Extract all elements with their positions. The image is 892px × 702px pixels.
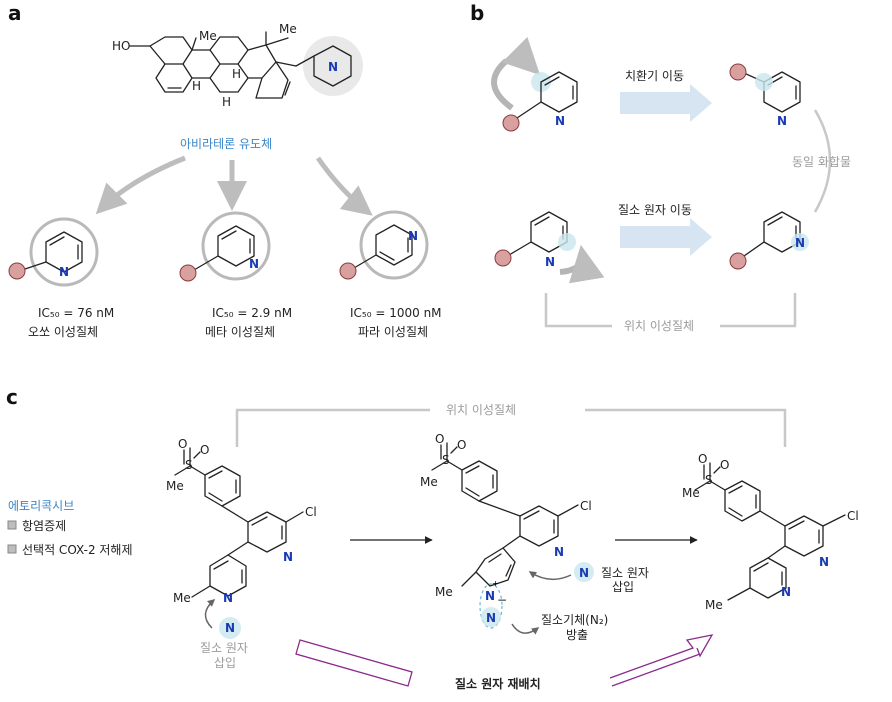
n2-release-line2: 방출	[566, 628, 588, 642]
c3-cl: Cl	[847, 509, 859, 523]
me-label-1: Me	[199, 29, 217, 43]
panel-b-label: b	[470, 1, 484, 25]
legend-box-2	[7, 544, 17, 554]
ortho-ic50: IC₅₀ = 76 nM	[38, 306, 114, 320]
steroid-pyridine-n: N	[328, 60, 338, 74]
positional-isomer-label-c: 위치 이성질체	[446, 403, 516, 417]
c1-n-pyr: N	[283, 550, 293, 564]
h-label-2: H	[232, 67, 241, 81]
h-label-3: H	[222, 95, 231, 109]
c3-o2: O	[720, 458, 729, 472]
c2-cl: Cl	[580, 499, 592, 513]
positional-isomer-label-b: 위치 이성질체	[624, 319, 694, 333]
legend-title: 에토리콕시브	[8, 499, 74, 513]
c1-me2: Me	[173, 591, 191, 605]
c3-me: Me	[682, 486, 700, 500]
h-label-1: H	[192, 79, 201, 93]
c2-insert-line2: 삽입	[612, 580, 634, 594]
c2-n-pyr: N	[554, 545, 564, 559]
n2-release-line1: 질소기체(N₂)	[541, 613, 608, 627]
meta-isomer-structure	[179, 211, 271, 282]
legend-item-2: 선택적 COX-2 저해제	[22, 543, 133, 557]
c1-n-insert-line1: 질소 원자	[200, 641, 248, 655]
c1-n-insert: N	[225, 621, 235, 635]
product-structure	[694, 462, 846, 601]
b-tl-n: N	[555, 114, 565, 128]
b-bottom-left-structure	[494, 211, 605, 284]
arrow-to-para	[315, 156, 373, 216]
c2-o2: O	[457, 438, 466, 452]
para-name: 파라 이성질체	[358, 325, 428, 339]
n-rearrangement-label: 질소 원자 재배치	[455, 676, 541, 691]
para-ic50: IC₅₀ = 1000 nM	[350, 306, 442, 320]
arrow-to-ortho	[95, 155, 186, 215]
c1-me: Me	[166, 479, 184, 493]
c3-o1: O	[698, 452, 707, 466]
c1-o1: O	[178, 437, 187, 451]
c3-n-new: N	[781, 585, 791, 599]
para-n: N	[408, 229, 418, 243]
b-br-n: N	[795, 236, 805, 250]
meta-ic50: IC₅₀ = 2.9 nM	[212, 306, 292, 320]
meta-n: N	[249, 257, 259, 271]
same-compound-label: 동일 화합물	[792, 155, 851, 169]
intermediate-structure	[431, 442, 594, 635]
c2-minus: −	[497, 593, 507, 607]
pyridine-highlight-circle	[303, 36, 363, 96]
c2-plus: +	[492, 579, 499, 588]
meta-name: 메타 이성질체	[205, 325, 275, 339]
abiraterone-steroid-structure	[129, 31, 297, 99]
c2-me2: Me	[435, 585, 453, 599]
c3-n-pyr: N	[819, 555, 829, 569]
c2-n-plus: N	[485, 589, 495, 603]
positional-isomer-bracket-c	[235, 408, 787, 447]
para-isomer-structure	[339, 210, 429, 280]
etoricoxib-structure	[174, 447, 304, 639]
abiraterone-derivative-title: 아비라테론 유도체	[180, 137, 272, 151]
c2-me: Me	[420, 475, 438, 489]
abiraterone-pyridine-ring	[295, 45, 352, 87]
c2-o1: O	[435, 432, 444, 446]
c3-me2: Me	[705, 598, 723, 612]
rearrangement-arrow-left	[295, 639, 413, 687]
rearrangement-arrow-right	[609, 634, 714, 679]
c1-o2: O	[200, 443, 209, 457]
b-top-right-structure	[729, 63, 801, 113]
c2-s: S	[442, 453, 450, 467]
ortho-isomer-structure	[8, 217, 99, 287]
ortho-n: N	[59, 265, 69, 279]
ho-label: HO	[112, 39, 130, 53]
nitrogen-shift-arrow	[620, 218, 712, 256]
panel-c-label: c	[6, 385, 18, 409]
me-label-2: Me	[279, 22, 297, 36]
same-compound-bracket	[813, 109, 832, 213]
c2-n-leaving: N	[486, 611, 496, 625]
positional-isomer-bracket	[544, 293, 797, 328]
nitrogen-shift-label: 질소 원자 이동	[618, 203, 692, 217]
rearrangement-arrow-right-edge	[611, 653, 701, 687]
b-top-left-structure	[491, 36, 578, 132]
b-tr-n: N	[777, 114, 787, 128]
substituent-shift-label: 치환기 이동	[625, 69, 684, 83]
legend-box-1	[7, 520, 17, 530]
c3-s: S	[705, 473, 713, 487]
panel-a-label: a	[8, 1, 22, 25]
c2-n-insert: N	[579, 566, 589, 580]
b-bl-n: N	[545, 255, 555, 269]
b-bottom-right-structure	[729, 211, 809, 270]
substituent-shift-arrow	[620, 84, 712, 122]
c1-s: S	[185, 458, 193, 472]
c1-cl: Cl	[305, 505, 317, 519]
c2-insert-line1: 질소 원자	[601, 566, 649, 580]
c1-n-pic: N	[223, 591, 233, 605]
ortho-name: 오쏘 이성질체	[28, 325, 98, 339]
c1-n-insert-line2: 삽입	[214, 656, 236, 670]
legend-item-1: 항염증제	[22, 519, 66, 533]
